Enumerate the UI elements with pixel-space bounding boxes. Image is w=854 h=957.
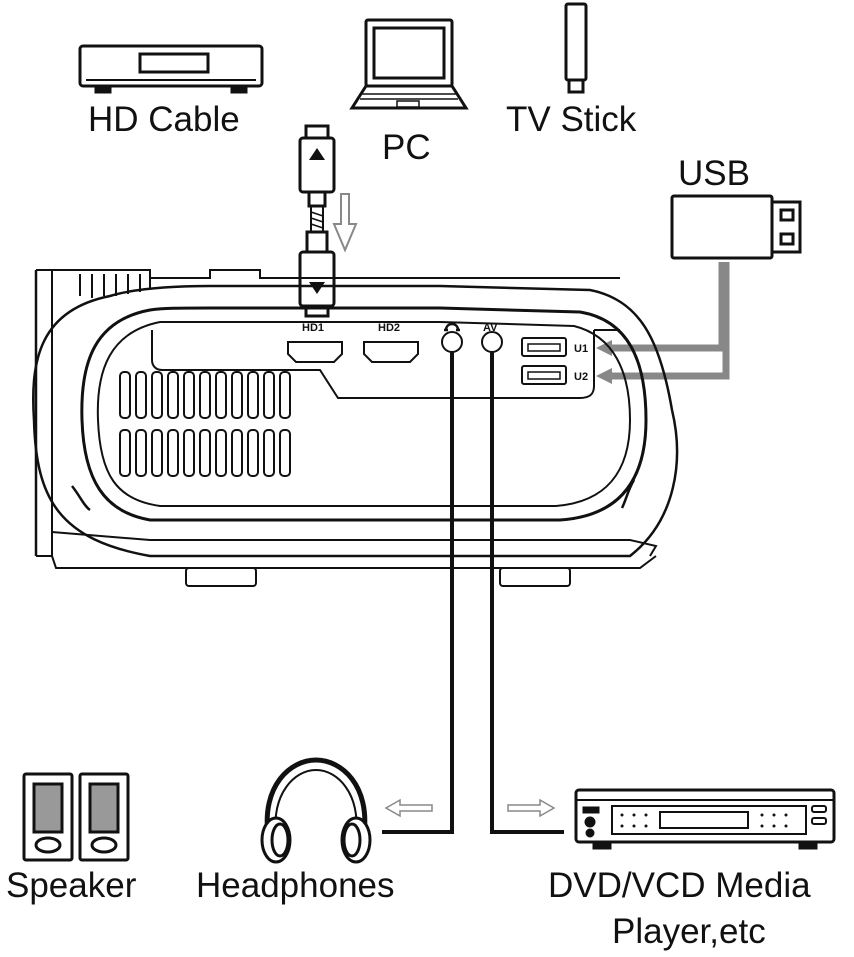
usb-cable-lines: [604, 262, 730, 380]
port-label-u2: U2: [574, 371, 588, 383]
label-tv-stick: TV Stick: [506, 100, 637, 139]
label-dvd-line2: Player,etc: [612, 912, 766, 951]
dvd-dots: [620, 813, 788, 828]
headphones-arrow-icon: [384, 798, 433, 818]
label-headphones: Headphones: [196, 866, 395, 905]
laptop-icon: [349, 18, 469, 110]
hdmi-port-hd2: [363, 341, 419, 363]
speaker-icon: [22, 772, 130, 862]
hdmi-cable-icon: [298, 124, 336, 318]
usb-drive-icon: [670, 194, 802, 260]
av-jack: [481, 331, 503, 353]
usb-arrow-heads: [596, 340, 612, 384]
port-label-av: AV: [483, 322, 498, 334]
label-dvd-line1: DVD/VCD Media: [548, 866, 811, 905]
headphones-icon: [260, 757, 372, 864]
port-label-u1: U1: [574, 343, 588, 355]
insert-arrow-icon: [332, 193, 358, 253]
headphone-symbol-icon: [444, 322, 460, 332]
hd-cable-box-icon: [78, 44, 264, 94]
hdmi-port-hd1: [287, 341, 343, 363]
label-usb: USB: [678, 154, 750, 193]
port-label-hd1: HD1: [302, 322, 324, 334]
port-label-hd2: HD2: [378, 322, 400, 334]
tv-stick-icon: [564, 2, 588, 94]
label-pc: PC: [382, 128, 431, 167]
audio-cables: [382, 352, 564, 834]
label-hd-cable: HD Cable: [88, 100, 240, 139]
projector-body: [32, 269, 679, 587]
dvd-arrow-icon: [507, 798, 556, 818]
vent-slots: [119, 371, 291, 477]
dvd-player-icon: [574, 788, 836, 850]
label-speaker: Speaker: [6, 866, 137, 905]
headphone-jack: [441, 331, 463, 353]
